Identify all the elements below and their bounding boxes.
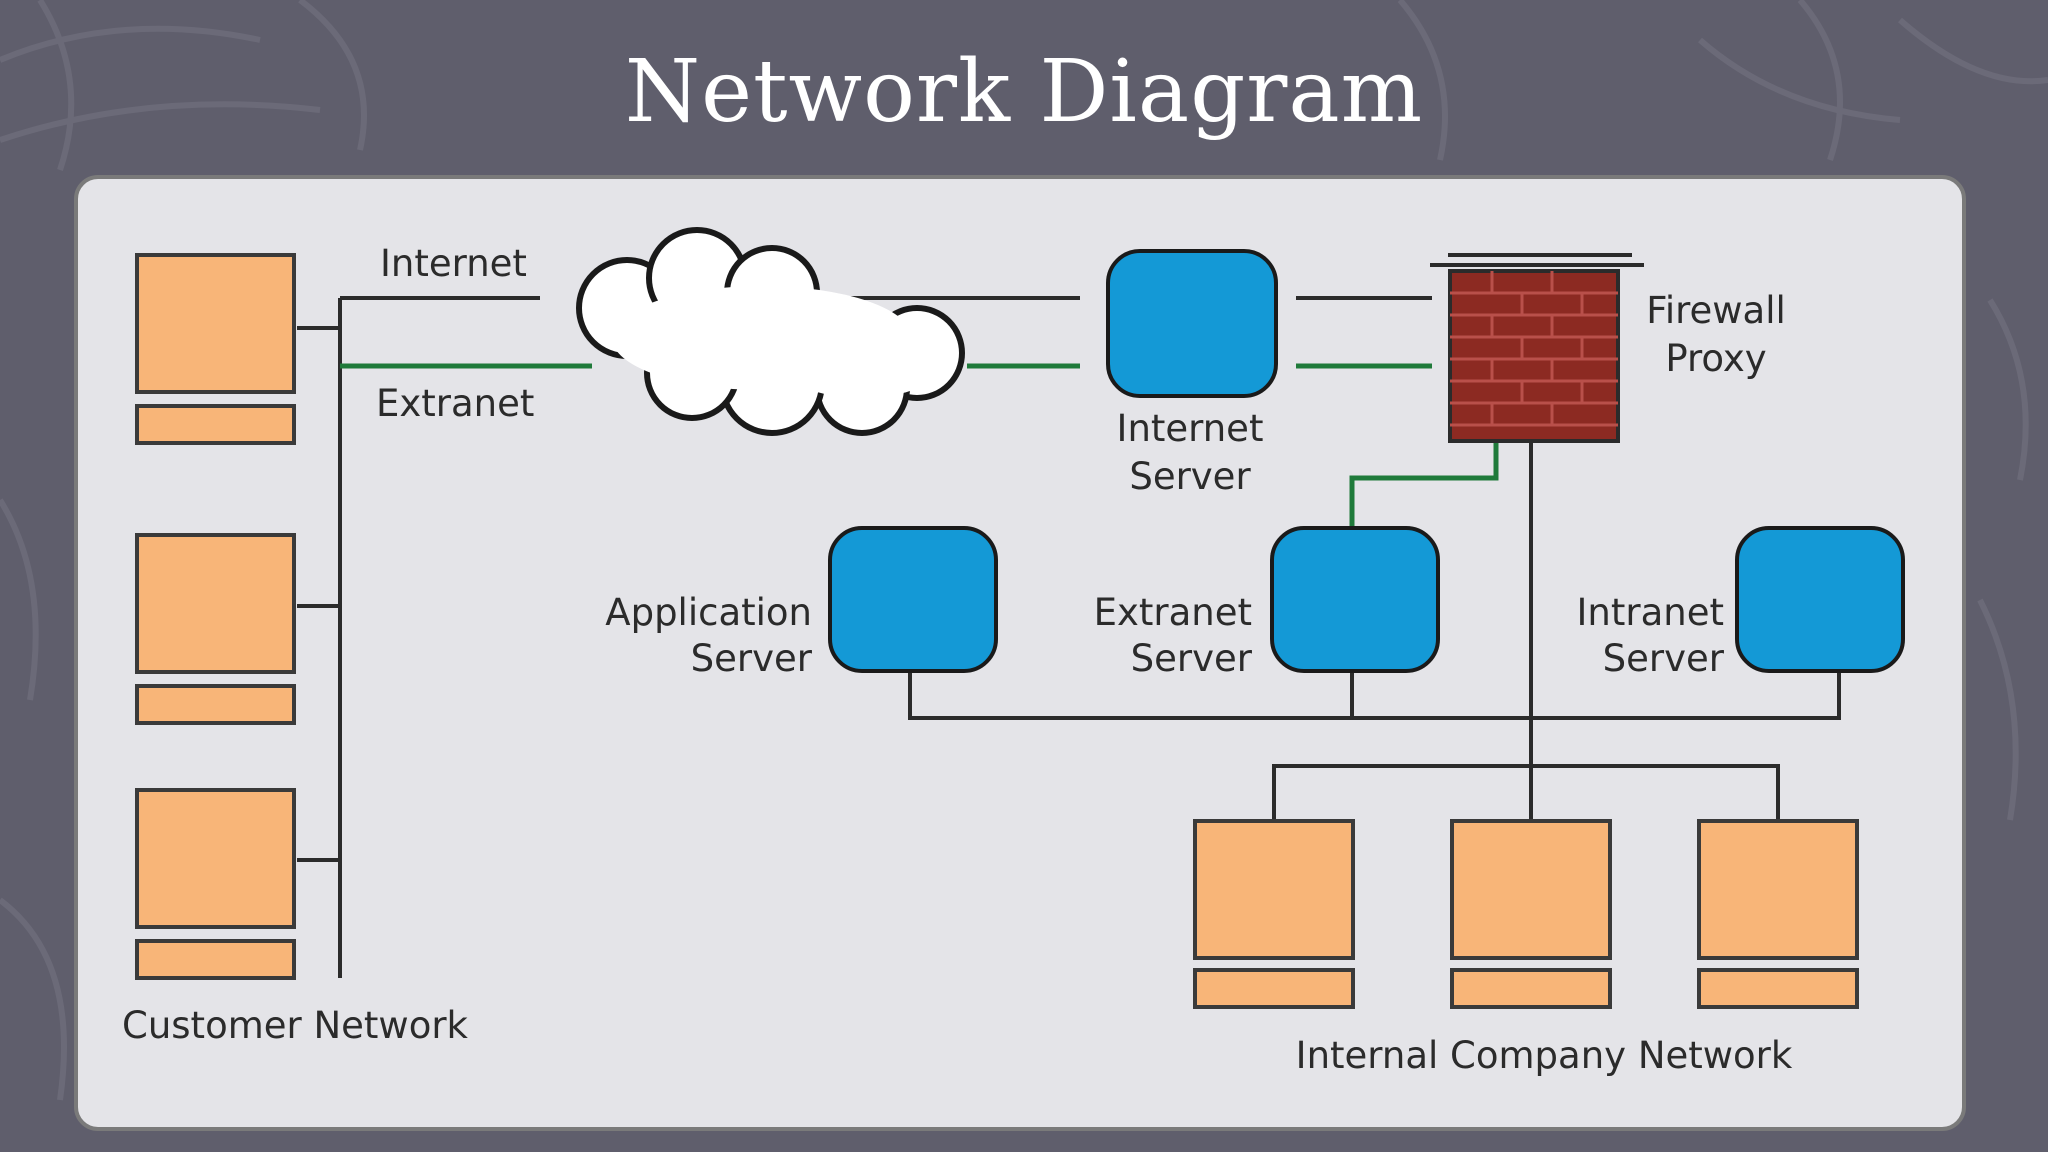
firewall-to-extranet-server-line xyxy=(1349,438,1499,526)
customer-computer-1 xyxy=(135,253,296,445)
internal-computer-3 xyxy=(1697,819,1859,1009)
firewall-label-line1: Firewall xyxy=(1646,289,1786,332)
slide-title: Network Diagram xyxy=(624,42,1424,142)
internet-server-icon xyxy=(1106,249,1278,398)
intranet-server-label-line2: Server xyxy=(1603,637,1725,680)
extranet-server-icon xyxy=(1270,526,1440,673)
firewall-proxy-icon xyxy=(1430,253,1644,443)
extranet-server-label-line1: Extranet xyxy=(1094,591,1252,634)
customer-computer-3 xyxy=(135,788,296,980)
network-diagram: Internet Extranet Internet Server Firewa… xyxy=(74,175,1966,1131)
application-server-icon xyxy=(828,526,998,673)
extranet-server-label-line2: Server xyxy=(1131,637,1253,680)
customer-network-label: Customer Network xyxy=(122,1004,469,1047)
application-server-label-line1: Application xyxy=(605,591,812,634)
internet-server-label-line2: Server xyxy=(1129,455,1251,498)
application-server-label-line2: Server xyxy=(691,637,813,680)
internal-computer-2 xyxy=(1450,819,1612,1009)
intranet-server-icon xyxy=(1735,526,1905,673)
customer-computer-2 xyxy=(135,533,296,725)
internet-server-label-line1: Internet xyxy=(1117,407,1264,450)
server-bus-line xyxy=(908,668,1841,720)
internal-computer-1 xyxy=(1193,819,1355,1009)
internal-bus-line xyxy=(1272,764,1780,821)
extranet-label: Extranet xyxy=(376,382,534,425)
firewall-label-line2: Proxy xyxy=(1665,337,1766,380)
internet-label: Internet xyxy=(380,242,527,285)
intranet-server-label-line1: Intranet xyxy=(1577,591,1724,634)
internal-network-label: Internal Company Network xyxy=(1296,1034,1793,1077)
